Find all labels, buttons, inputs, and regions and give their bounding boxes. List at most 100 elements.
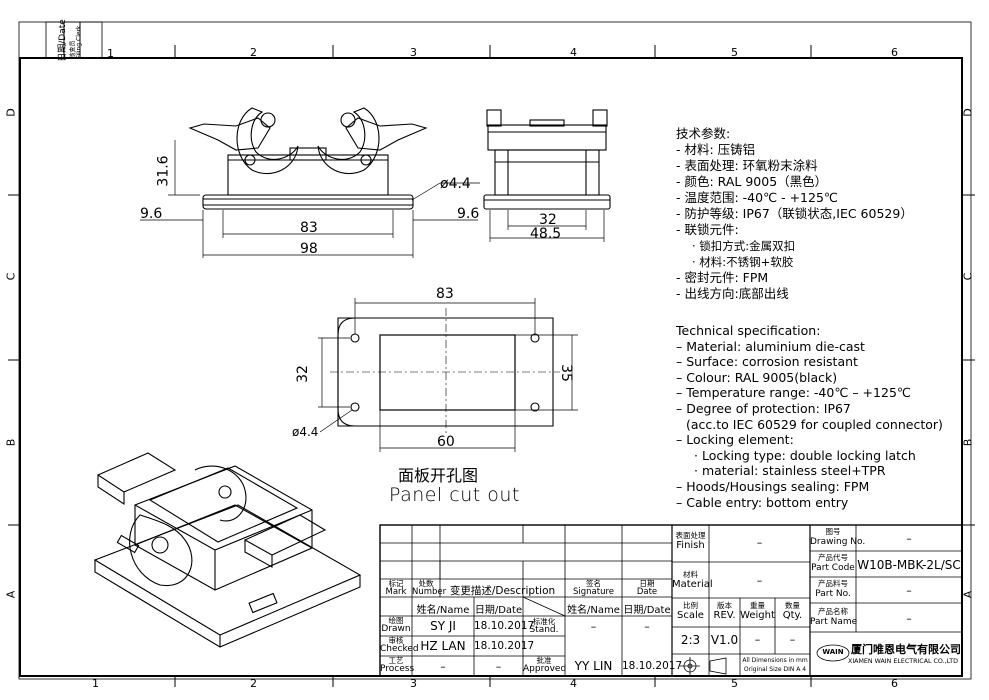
spec-en-line: – Surface: corrosion resistant [676,354,858,370]
tb-checked-label: 审核 Checked [380,637,419,654]
dim-hole-spacing: 83 [300,220,318,236]
tb-checked-date: 18.10.2017 [474,640,535,652]
tb-stand-date: – [644,620,650,633]
side-dimensions [489,210,605,242]
tb-dims-note: All Dimensions in mm Original Size DIN A… [740,656,810,674]
tb-rev-label: 版本 REV. [709,601,740,621]
zone-col-4-top: 4 [570,46,577,59]
zone-col-6-top: 6 [891,46,898,59]
tb-process-label: 工艺 Process [380,657,415,674]
specs-cn-block: 技术参数: - 材料: 压铸铝 - 表面处理: 环氧粉末涂料 - 颜色: RAL… [676,126,913,302]
dim-cutout-outer-height: 35 [557,364,574,382]
dim-cutout-width: 60 [437,434,455,450]
tb-stand-cn: 标准化 [532,617,556,626]
spec-en-line: Technical specification: [676,323,821,338]
zone-row-c-left: C [4,272,18,281]
dim-height: 31.6 [155,155,172,187]
tb-material-value: – [756,574,763,587]
spec-cn-line: - 防护等级: IP67（联锁状态,IEC 60529） [676,206,913,221]
panel-cutout-title-cn: 面板开孔图 [398,466,479,485]
zone-ticks [8,45,975,687]
zone-col-5-top: 5 [731,46,738,59]
tb-part-code-cn: 产品代号 [818,553,848,562]
tb-drawn-name: SY JI [430,619,456,633]
panel-cutout-drawing [337,317,554,427]
specs-en-block: Technical specification: – Material: alu… [676,323,943,510]
zone-col-6-bottom: 6 [891,677,898,690]
company-name-en: XIAMEN WAIN ELECTRICAL CO.,LTD [848,658,958,665]
tb-signature-label: 签名 Signature [565,580,622,597]
tb-scale-cn: 比例 [683,601,698,610]
tb-mark-en: Mark [385,587,407,597]
tb-part-name-value: – [906,612,912,625]
tb-dims-note-1: All Dimensions in mm [742,657,808,664]
cutout-centerlines [330,308,560,435]
tb-weight-label: 重量 Weight [740,601,775,621]
spec-cn-line: · 材料:不锈钢+软胶 [692,255,794,269]
side-check-en: Filing Clerk [75,25,83,59]
tb-number-en: Number [412,587,447,597]
dim-cutout-hole: ø4.4 [292,425,319,439]
wain-logo: WAIN [822,648,844,656]
zone-col-2-top: 2 [250,46,257,59]
tb-part-name-en: Part Name [810,617,858,627]
zone-row-b-left: B [4,438,18,447]
side-strip-box [45,21,103,59]
spec-en-line: · material: stainless steel+TPR [694,463,886,479]
tb-signature-en: Signature [572,587,614,597]
zone-col-3-bottom: 3 [410,677,417,690]
zone-row-d-right: D [961,108,975,117]
company-name-cn: 厦门唯恩电气有限公司 [851,643,961,656]
spec-en-line: · Locking type: double locking latch [694,447,916,463]
tb-material-en: Material [672,579,713,590]
spec-en-line: – Temperature range: -40℃ – +125℃ [676,385,911,401]
tb-qty-value: – [789,633,796,646]
tb-stand-label: 标准化 Stand. [523,617,565,635]
spec-en-line: (acc.to IEC 60529 for coupled connector) [686,416,943,432]
tb-scale-en: Scale [677,610,704,621]
spec-en-line: – Locking element: [676,432,794,448]
tb-qty-label: 数量 Qty. [775,601,810,621]
panel-cutout-title-en: Panel cut out [389,484,520,506]
tb-mark-cn: 标记 [388,579,404,588]
zone-col-2-bottom: 2 [250,677,257,690]
spec-cn-line: - 材料: 压铸铝 [676,142,756,157]
tb-drawn-date: 18.10.2017 [474,620,535,632]
spec-cn-line: - 表面处理: 环氧粉末涂料 [676,158,818,173]
zone-col-4-bottom: 4 [570,677,577,690]
zone-row-a-left: A [4,590,18,599]
tb-mark-label: 标记 Mark [382,579,410,597]
tb-part-name-label: 产品名称 Part Name [810,607,858,627]
tb-approved-en: Approved [523,664,567,674]
tb-part-no-label: 产品料号 Part No. [810,579,856,599]
tb-finish-label: 表面处理 Finish [672,531,709,551]
tb-process-en: Process [380,664,415,674]
tb-approved-label: 批准 Approved [523,657,567,674]
tb-drawing-no-cn: 图号 [825,527,841,536]
tb-drawn-cn: 绘图 [388,616,404,625]
tb-part-no-en: Part No. [815,589,851,599]
spec-cn-line: · 锁扣方式:金属双扣 [692,239,796,253]
tb-drawn-label: 绘图 Drawn [380,616,412,634]
cutout-dimensions [318,298,578,452]
tb-rev-en: REV. [713,610,736,621]
dim-cutout-spacing: 83 [436,286,454,302]
tb-process-name: – [440,660,446,673]
tb-qty-cn: 数量 [785,601,800,610]
tb-date-col-header-2: 日期/Date [623,605,671,616]
tb-finish-en: Finish [676,540,705,551]
side-check-label: 核查员 Filing Clerk [70,25,83,59]
dim-hole-diameter: ø4.4 [440,176,471,192]
zone-row-c-right: C [961,272,975,281]
tb-scale-value: 2:3 [680,633,701,647]
spec-cn-line: - 联锁元件: [676,222,739,237]
dim-cutout-height: 32 [294,365,311,383]
projection-symbol-icon [672,659,709,673]
spec-cn-line: - 密封元件: FPM [676,270,769,285]
tb-material-label: 材料 Material [672,570,713,590]
side-date-label: 日期/Date [57,19,68,62]
tb-part-code-value: W10B-MBK-2L/SC [857,558,961,572]
tb-rev-value: V1.0 [710,633,739,647]
spec-en-line: – Degree of protection: IP67 [676,400,851,416]
